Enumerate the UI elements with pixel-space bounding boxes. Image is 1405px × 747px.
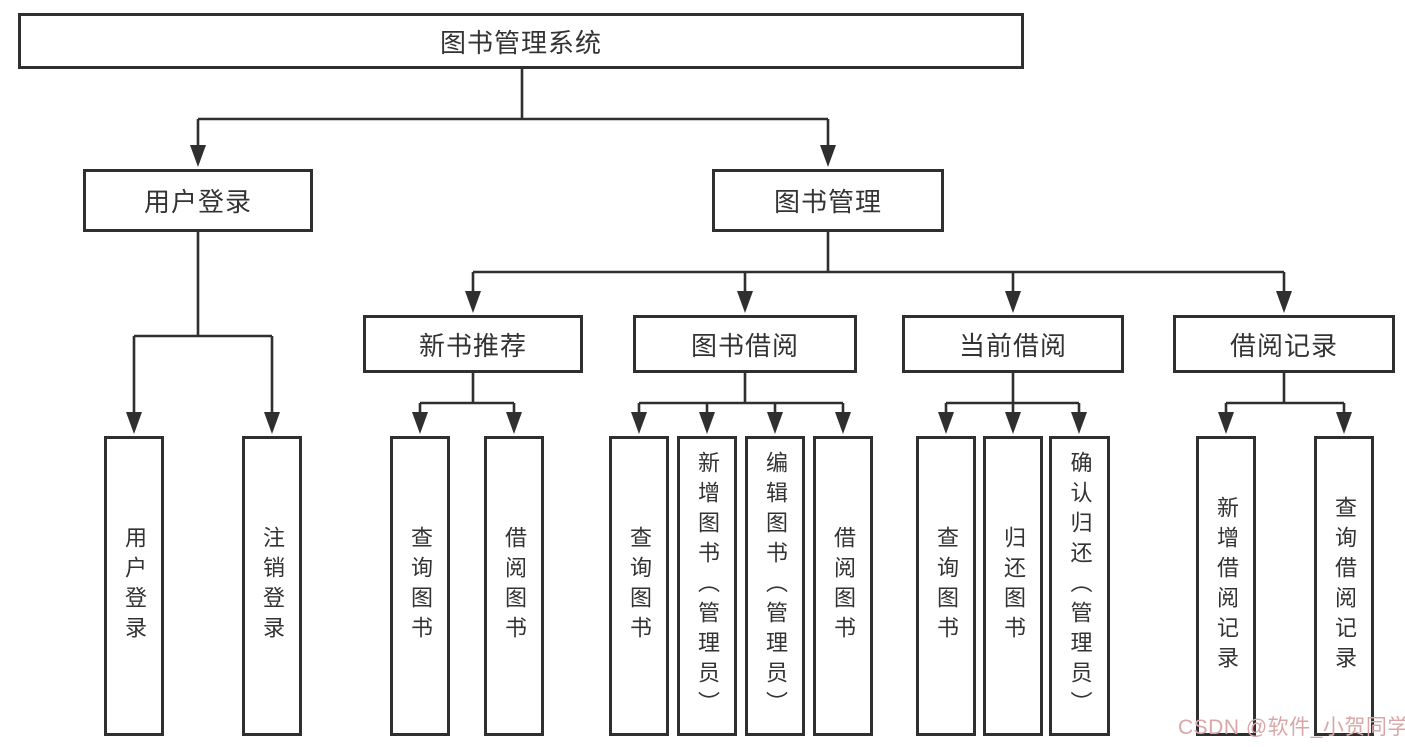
- node-label: 当前借阅: [958, 330, 1067, 361]
- leaf-edit-books-admin: 编辑图书（管理员）: [745, 436, 805, 736]
- leaf-add-borrow-record: 新增借阅记录: [1196, 436, 1256, 736]
- node-label: 图书管理系统: [439, 27, 602, 58]
- leaf-add-books-admin: 新增图书（管理员）: [677, 436, 737, 736]
- leaf-borrow-books: 借阅图书: [484, 436, 544, 736]
- node-user-login: 用户登录: [83, 169, 313, 232]
- watermark: CSDN @软件_小贺同学: [1178, 716, 1405, 739]
- node-current-borrow: 当前借阅: [902, 315, 1124, 373]
- node-label: 确认归还（管理员）: [1067, 451, 1093, 721]
- node-label: 借阅图书: [502, 526, 527, 646]
- leaf-user-login: 用户登录: [104, 436, 164, 736]
- leaf-query-books: 查询图书: [916, 436, 976, 736]
- node-label: 图书借阅: [690, 330, 799, 361]
- node-label: 注销登录: [260, 526, 285, 646]
- node-label: 用户登录: [143, 187, 252, 217]
- node-label: 新书推荐: [418, 330, 527, 361]
- node-label: 新增图书（管理员）: [695, 451, 720, 721]
- leaf-query-books: 查询图书: [390, 436, 450, 736]
- leaf-borrow-books: 借阅图书: [813, 436, 873, 736]
- leaf-confirm-return-admin: 确认归还（管理员）: [1049, 436, 1110, 736]
- node-label: 查询借阅记录: [1332, 496, 1357, 676]
- node-label: 查询图书: [627, 526, 652, 646]
- node-book-management: 图书管理: [712, 169, 944, 232]
- node-label: 归还图书: [1001, 526, 1026, 646]
- node-book-borrow: 图书借阅: [633, 315, 857, 373]
- node-borrow-records: 借阅记录: [1173, 315, 1395, 373]
- node-label: 借阅图书: [831, 526, 856, 646]
- leaf-query-books: 查询图书: [609, 436, 669, 736]
- leaf-query-borrow-record: 查询借阅记录: [1314, 436, 1374, 736]
- leaf-return-books: 归还图书: [983, 436, 1043, 736]
- node-label: 新增借阅记录: [1214, 496, 1239, 676]
- node-label: 查询图书: [934, 526, 959, 646]
- node-label: 图书管理: [773, 187, 882, 217]
- node-label: 借阅记录: [1229, 330, 1338, 361]
- leaf-logout: 注销登录: [242, 436, 302, 736]
- node-label: 用户登录: [122, 526, 147, 646]
- node-label: 查询图书: [408, 526, 433, 646]
- node-new-book-recommend: 新书推荐: [363, 315, 583, 373]
- node-label: 编辑图书（管理员）: [763, 451, 788, 721]
- node-library-management-system: 图书管理系统: [18, 13, 1024, 69]
